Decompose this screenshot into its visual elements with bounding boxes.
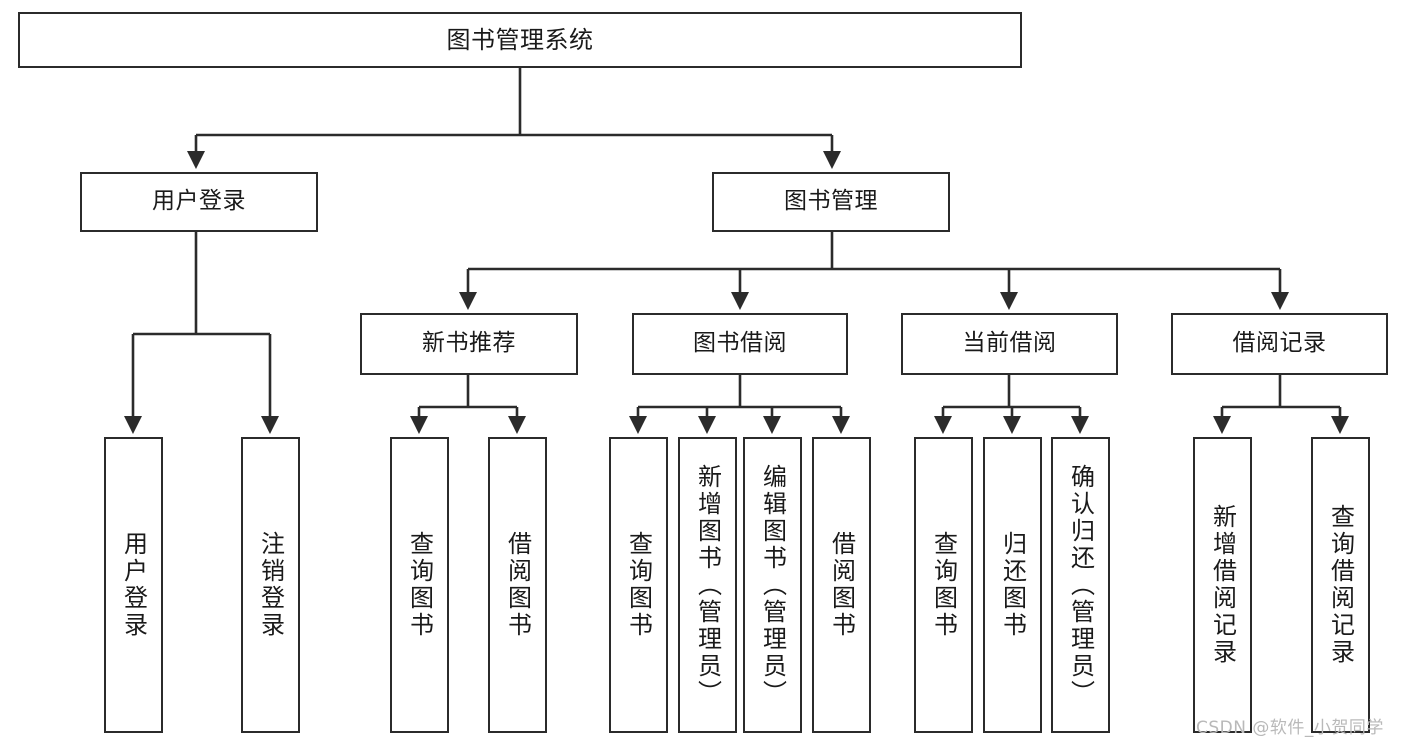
node-leaf-query-book-2[interactable]: 查询图书 [609, 437, 668, 733]
csdn-watermark: CSDN @软件_小贺同学 [1196, 718, 1384, 738]
node-new-book-rec[interactable]: 新书推荐 [360, 313, 578, 375]
node-leaf-logout-label: 注销登录 [256, 531, 285, 639]
node-book-borrow[interactable]: 图书借阅 [632, 313, 848, 375]
node-root-label: 图书管理系统 [446, 25, 594, 54]
node-leaf-query-book-2-label: 查询图书 [624, 531, 653, 639]
node-leaf-query-book-3-label: 查询图书 [929, 531, 958, 639]
node-leaf-confirm-return-label: 确认归还（管理员） [1066, 463, 1095, 707]
node-leaf-logout[interactable]: 注销登录 [241, 437, 300, 733]
node-user-login-label: 用户登录 [152, 188, 246, 215]
node-leaf-return-book[interactable]: 归还图书 [983, 437, 1042, 733]
node-leaf-add-record-label: 新增借阅记录 [1208, 504, 1237, 666]
node-current-borrow-label: 当前借阅 [962, 330, 1057, 357]
node-leaf-query-book-1-label: 查询图书 [405, 531, 434, 639]
node-leaf-add-record[interactable]: 新增借阅记录 [1193, 437, 1252, 733]
node-leaf-add-book-label: 新增图书（管理员） [693, 463, 722, 707]
node-leaf-borrow-book-2-label: 借阅图书 [827, 531, 856, 639]
node-leaf-query-record-label: 查询借阅记录 [1326, 504, 1355, 666]
node-leaf-add-book[interactable]: 新增图书（管理员） [678, 437, 737, 733]
node-leaf-query-book-3[interactable]: 查询图书 [914, 437, 973, 733]
node-leaf-return-book-label: 归还图书 [998, 531, 1027, 639]
node-leaf-borrow-book-1-label: 借阅图书 [503, 531, 532, 639]
node-book-borrow-label: 图书借阅 [693, 330, 787, 357]
node-leaf-user-login[interactable]: 用户登录 [104, 437, 163, 733]
node-leaf-edit-book[interactable]: 编辑图书（管理员） [743, 437, 802, 733]
node-borrow-record-label: 借阅记录 [1232, 330, 1327, 357]
node-book-manage[interactable]: 图书管理 [712, 172, 950, 232]
node-leaf-borrow-book-1[interactable]: 借阅图书 [488, 437, 547, 733]
node-leaf-user-login-label: 用户登录 [119, 531, 148, 639]
node-user-login[interactable]: 用户登录 [80, 172, 318, 232]
node-leaf-borrow-book-2[interactable]: 借阅图书 [812, 437, 871, 733]
node-book-manage-label: 图书管理 [784, 188, 878, 215]
node-leaf-edit-book-label: 编辑图书（管理员） [758, 463, 787, 707]
node-leaf-query-book-1[interactable]: 查询图书 [390, 437, 449, 733]
node-borrow-record[interactable]: 借阅记录 [1171, 313, 1388, 375]
node-new-book-rec-label: 新书推荐 [422, 330, 516, 357]
node-current-borrow[interactable]: 当前借阅 [901, 313, 1118, 375]
node-leaf-confirm-return[interactable]: 确认归还（管理员） [1051, 437, 1110, 733]
node-leaf-query-record[interactable]: 查询借阅记录 [1311, 437, 1370, 733]
node-root[interactable]: 图书管理系统 [18, 12, 1022, 68]
